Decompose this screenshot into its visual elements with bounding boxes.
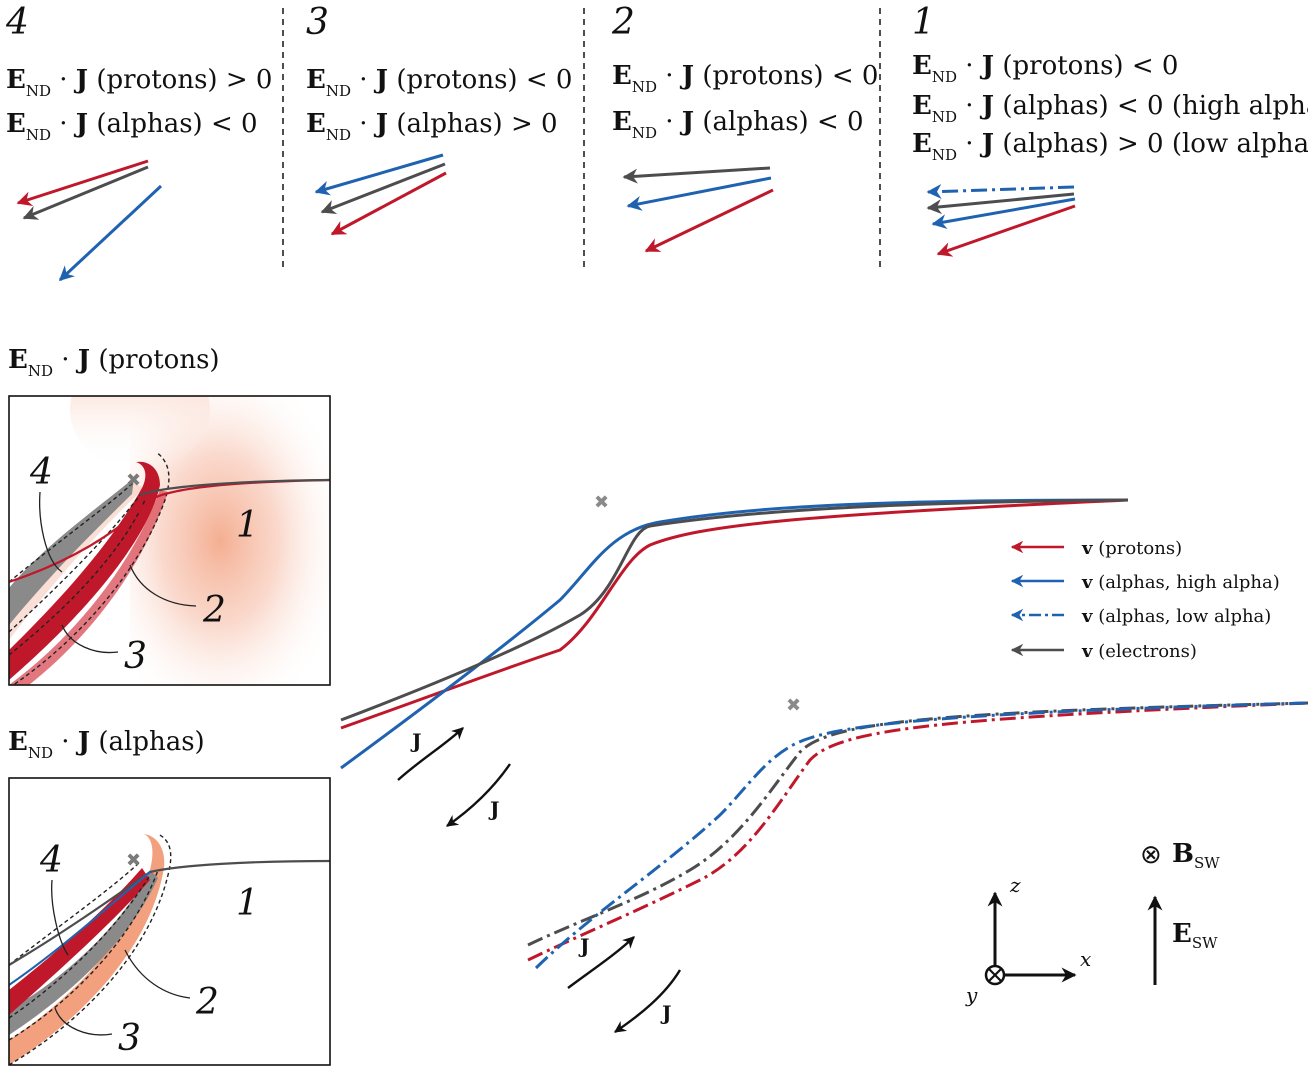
x-axis-label: x bbox=[1080, 947, 1091, 971]
panel-protons-title: END · J (protons) bbox=[8, 345, 220, 380]
lower-trajectories: ✖ bbox=[527, 695, 1308, 970]
region-3-number: 3 bbox=[306, 2, 329, 43]
alpha-velocity-arrow bbox=[626, 176, 772, 211]
panel-protons-label-1: 1 bbox=[236, 505, 259, 546]
proton-velocity-arrow bbox=[16, 159, 149, 206]
region-1-line-2: END · J (alphas) < 0 (high alpha) bbox=[912, 91, 1308, 126]
current-arrow-up bbox=[397, 727, 464, 781]
proton-velocity-arrow bbox=[644, 188, 774, 253]
region-4-header: 4 END · J (protons) > 0 END · J (alphas)… bbox=[5, 2, 272, 144]
b-field-into-page-icon: ⊗ bbox=[1140, 840, 1162, 870]
e-field-label: ESW bbox=[1172, 919, 1218, 952]
alpha-trajectory bbox=[340, 498, 1129, 770]
alpha-low-velocity-arrow bbox=[926, 184, 1075, 200]
electron-velocity-arrow bbox=[320, 162, 446, 215]
region-1-line-1: END · J (protons) < 0 bbox=[912, 51, 1178, 86]
panel-protons-label-3: 3 bbox=[124, 636, 147, 677]
region-1-line-3: END · J (alphas) > 0 (low alpha) bbox=[912, 129, 1308, 164]
panel-alphas-label-3: 3 bbox=[118, 1018, 141, 1059]
electron-velocity-arrow bbox=[926, 192, 1075, 215]
electron-trajectory-low bbox=[527, 701, 1308, 947]
alpha-velocity-arrow bbox=[58, 184, 163, 282]
electron-velocity-arrow bbox=[622, 166, 771, 184]
field-indicators: ⊗ BSW ESW bbox=[1140, 839, 1220, 985]
panel-alphas-label-2: 2 bbox=[195, 982, 219, 1023]
region-1-number: 1 bbox=[912, 2, 935, 43]
y-axis-label: y bbox=[965, 983, 978, 1007]
region-2-header: 2 END · J (protons) < 0 END · J (alphas)… bbox=[611, 2, 878, 142]
current-arrow-down bbox=[614, 969, 682, 1033]
top-shading bbox=[70, 396, 210, 470]
x-point-marker: ✖ bbox=[786, 695, 801, 716]
region-2-band bbox=[9, 461, 160, 680]
electron-trajectory bbox=[139, 478, 330, 497]
x-point-marker: ✖ bbox=[126, 470, 141, 491]
x-point-marker: ✖ bbox=[594, 492, 609, 513]
region-2-band bbox=[9, 834, 165, 1065]
region-2-line-2: END · J (alphas) < 0 bbox=[612, 107, 864, 142]
x-point-marker: ✖ bbox=[126, 850, 141, 871]
current-label-down: J bbox=[660, 1001, 671, 1025]
region-2-line-1: END · J (protons) < 0 bbox=[612, 61, 878, 96]
electron-velocity-arrow bbox=[22, 165, 149, 220]
panel-protons-label-2: 2 bbox=[202, 590, 226, 631]
alpha-trajectory bbox=[9, 871, 151, 986]
upper-trajectories: ✖ bbox=[340, 492, 1129, 770]
alpha-high-velocity-arrow bbox=[931, 197, 1076, 230]
region-4-band bbox=[9, 868, 150, 1015]
region-4-arrows bbox=[16, 159, 163, 282]
legend-alphas-high: v (alphas, high alpha) bbox=[1081, 572, 1280, 593]
alpha-trajectory-low bbox=[534, 701, 1308, 970]
current-label-up: J bbox=[578, 934, 589, 958]
panel-protons-frame bbox=[8, 395, 331, 686]
legend-alphas-low: v (alphas, low alpha) bbox=[1081, 606, 1271, 627]
lower-current-arrows: J J bbox=[567, 934, 682, 1033]
alpha-velocity-arrow bbox=[314, 153, 444, 196]
current-arrow-up bbox=[567, 936, 635, 989]
legend-electrons: v (electrons) bbox=[1081, 641, 1197, 662]
panel-protons: ✖ 4 1 2 3 bbox=[9, 396, 330, 685]
current-label-up: J bbox=[410, 729, 421, 753]
panel-alphas-label-4: 4 bbox=[39, 840, 63, 881]
legend: v (protons) v (alphas, high alpha) v (al… bbox=[1010, 538, 1280, 662]
z-axis-label: z bbox=[1009, 873, 1021, 897]
region-3-line-1: END · J (protons) < 0 bbox=[306, 65, 572, 100]
region-4-band bbox=[9, 478, 134, 625]
proton-velocity-arrow bbox=[936, 204, 1076, 257]
b-field-label: BSW bbox=[1172, 839, 1220, 872]
panel-alphas-frame bbox=[8, 777, 331, 1066]
region-1-header: 1 END · J (protons) < 0 END · J (alphas)… bbox=[912, 2, 1308, 164]
proton-velocity-arrow bbox=[330, 171, 447, 236]
proton-trajectory-low bbox=[527, 701, 1308, 962]
region-2-number: 2 bbox=[611, 2, 635, 43]
coordinate-axes: z x y bbox=[965, 873, 1091, 1007]
panel-alphas-title: END · J (alphas) bbox=[8, 727, 205, 762]
electron-trajectory bbox=[340, 498, 1129, 722]
legend-protons: v (protons) bbox=[1081, 538, 1182, 559]
region-2-arrows bbox=[622, 166, 774, 253]
upper-current-arrows: J J bbox=[397, 727, 511, 827]
region-3-header: 3 END · J (protons) < 0 END · J (alphas)… bbox=[306, 2, 572, 144]
region-4-number: 4 bbox=[5, 2, 29, 43]
region-1-arrows bbox=[926, 184, 1076, 257]
region-3-line-2: END · J (alphas) > 0 bbox=[306, 109, 558, 144]
region-4-line-2: END · J (alphas) < 0 bbox=[6, 109, 258, 144]
panel-alphas-label-1: 1 bbox=[236, 883, 259, 924]
current-label-down: J bbox=[488, 797, 499, 821]
panel-alphas: ✖ 4 1 2 3 bbox=[9, 778, 330, 1065]
region-3-arrows bbox=[314, 153, 447, 236]
region-4-line-1: END · J (protons) > 0 bbox=[6, 65, 272, 100]
region-3-band bbox=[9, 870, 158, 1035]
current-arrow-down bbox=[446, 763, 511, 827]
proton-trajectory bbox=[340, 498, 1129, 730]
panel-protons-label-4: 4 bbox=[29, 452, 53, 493]
